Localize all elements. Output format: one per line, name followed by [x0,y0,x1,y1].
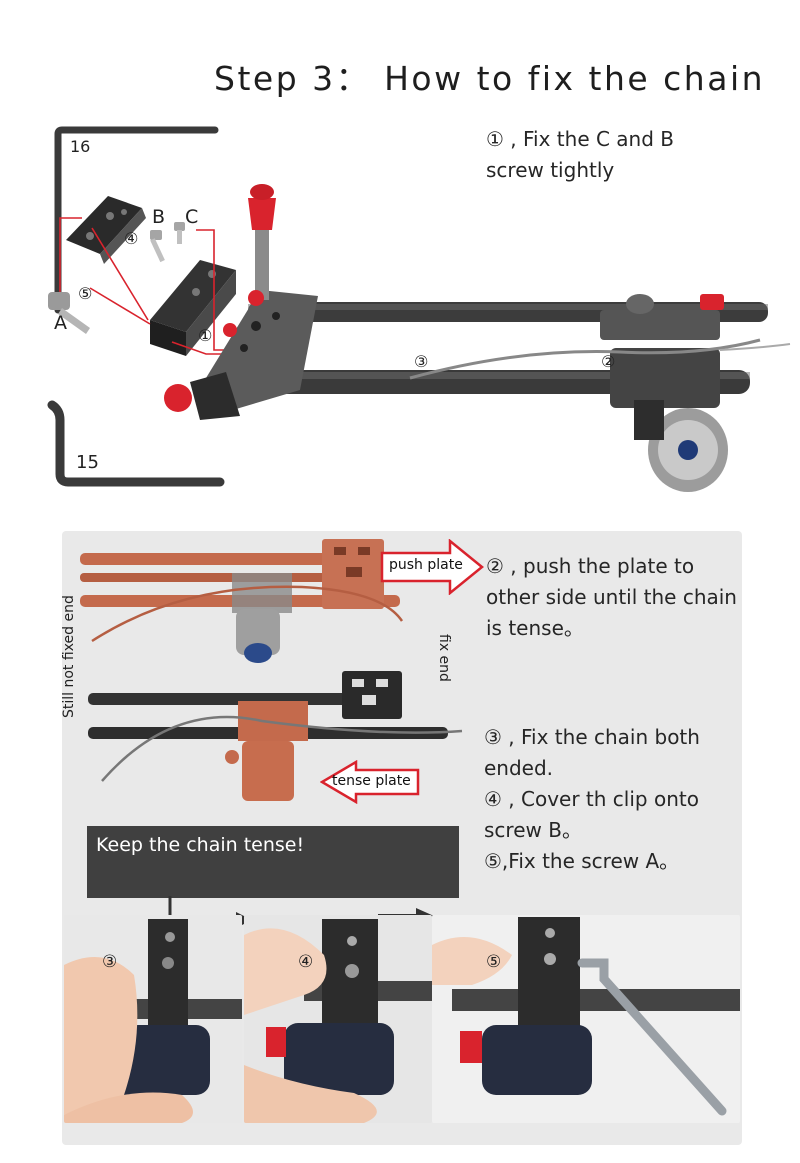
page-title: Step 3： How to fix the chain [214,59,766,98]
tense-plate-arrow [320,760,420,804]
instruction-step-1-line1: ① , Fix the C and B [486,127,675,151]
still-not-fixed-label: Still not fixed end [61,595,77,718]
keep-tense-banner [87,826,459,898]
hex-wrench-15 [47,400,225,487]
timing-chain [409,338,761,380]
fix-end-label: fix end [436,634,452,682]
marker-5: ⑤ [78,284,93,303]
red-end-cap [164,384,192,412]
photo-step-4 [244,915,432,1123]
screw-a [48,292,90,334]
push-plate-label: push plate [389,557,463,573]
instruction-step-4-line2: screw B。 [484,818,582,842]
red-side-cap [223,323,237,337]
carriage [600,294,724,408]
marker-1: ① [198,326,213,345]
instruction-step-2-line3: is tense。 [486,616,584,640]
slider-assembly-illustration [47,126,791,492]
photo-marker-4: ④ [298,952,314,972]
push-plate-arrow [380,539,484,595]
chain-clip-top [66,196,146,264]
photo-marker-3: ③ [102,952,118,972]
chain-clip-block [150,260,236,356]
instruction-step-5-line1: ⑤,Fix the screw A。 [484,849,680,873]
end-plate [190,290,318,420]
screw-c [174,222,185,244]
red-knob [248,290,264,306]
instruction-step-4-line1: ④ , Cover th clip onto [484,787,699,811]
instruction-step-3-line2: ended. [484,756,554,780]
instruction-step-2-line2: other side until the chain [486,585,737,609]
wrench-size-15: 15 [76,452,99,473]
marker-4: ④ [124,229,139,248]
photo-step-3 [64,915,242,1123]
motor-cylinder [634,400,728,492]
label-screw-a: A [54,312,67,334]
wrench-size-16: 16 [70,137,91,156]
marker-2: ② [601,352,616,371]
tense-plate-label: tense plate [332,773,411,789]
hex-wrench-16 [54,126,219,314]
instruction-step-3-line1: ③ , Fix the chain both [484,725,700,749]
screw-b [150,230,165,263]
label-screw-b: B [152,206,166,228]
label-screw-c: C [185,206,199,228]
red-knob-post [248,184,276,300]
instruction-step-1-line2: screw tightly [486,158,615,182]
keep-tense-text: Keep the chain tense! [96,834,305,856]
photo-step-5 [432,915,740,1123]
marker-3: ③ [414,352,429,371]
instruction-step-2-line1: ② , push the plate to [486,554,695,578]
photo-marker-5: ⑤ [486,952,502,972]
tension-illustration [80,539,463,801]
